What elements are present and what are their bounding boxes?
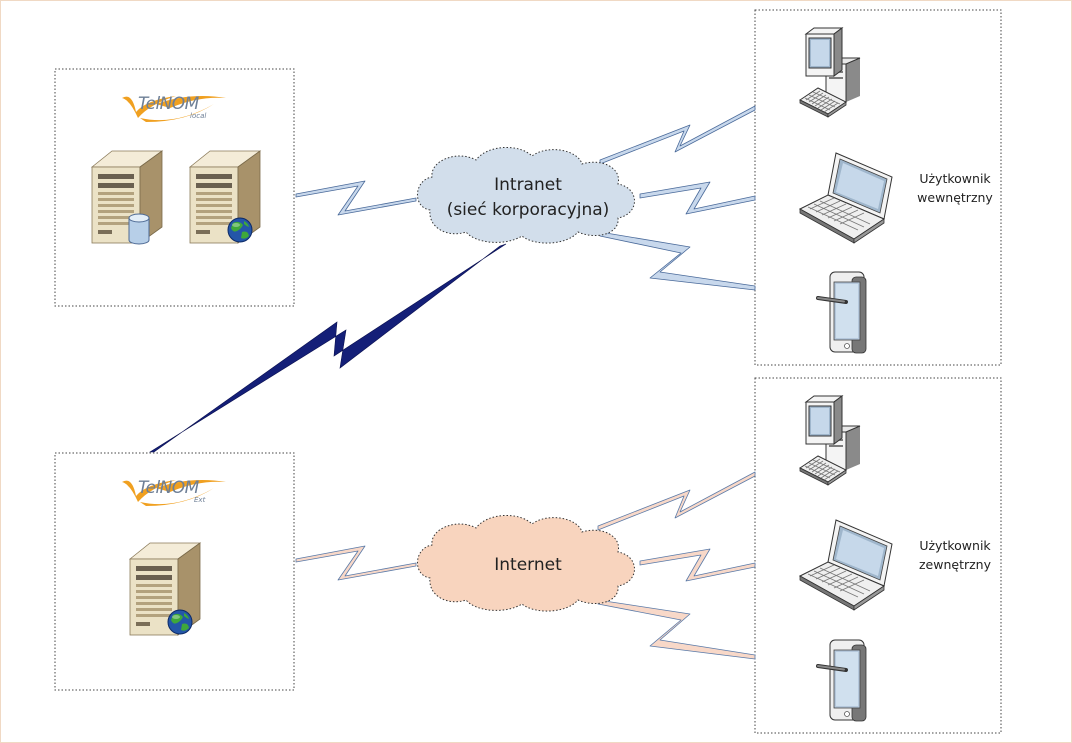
logo-sub: local [190, 112, 206, 120]
web-server-icon [189, 150, 261, 244]
internal-server-box [54, 68, 295, 307]
external-users-label: Użytkownik [919, 538, 991, 553]
laptop-icon [799, 519, 893, 611]
link-intranet-laptop [639, 181, 756, 215]
logo-sub: Ext [194, 496, 206, 504]
link-internet-desktop [597, 471, 756, 531]
link-intranet-desktop [599, 105, 756, 165]
intranet-sublabel: (sieć korporacyjna) [447, 200, 610, 220]
telnom-ext-logo: TelNOM Ext [122, 478, 226, 506]
internet-cloud [417, 514, 635, 612]
link-intranet-tablet [599, 231, 756, 291]
tablet-icon [816, 638, 868, 723]
database-server-icon [91, 150, 163, 245]
link-internet-tablet [597, 599, 756, 660]
internal-users-box [754, 9, 1002, 366]
logo-brand: TelNOM [138, 94, 200, 114]
desktop-computer-icon [799, 395, 861, 486]
logo-brand: TelNOM [138, 478, 200, 498]
backbone-link [148, 243, 507, 453]
laptop-icon [799, 152, 893, 244]
desktop-computer-icon [799, 27, 861, 118]
internal-users-label: Użytkownik [919, 171, 991, 186]
tablet-icon [816, 270, 868, 355]
external-users-sublabel: zewnętrzny [919, 557, 992, 572]
internet-label: Internet [494, 555, 562, 575]
link-server-intranet [295, 180, 417, 216]
link-internet-laptop [639, 548, 756, 582]
telnom-local-logo: TelNOM local [122, 94, 226, 122]
external-users-box [754, 377, 1002, 734]
intranet-label: Intranet [494, 175, 562, 195]
web-server-icon [129, 542, 201, 636]
link-server-internet [295, 545, 417, 581]
intranet-cloud [417, 146, 635, 244]
external-server-box [54, 452, 295, 691]
internal-users-sublabel: wewnętrzny [917, 190, 993, 205]
